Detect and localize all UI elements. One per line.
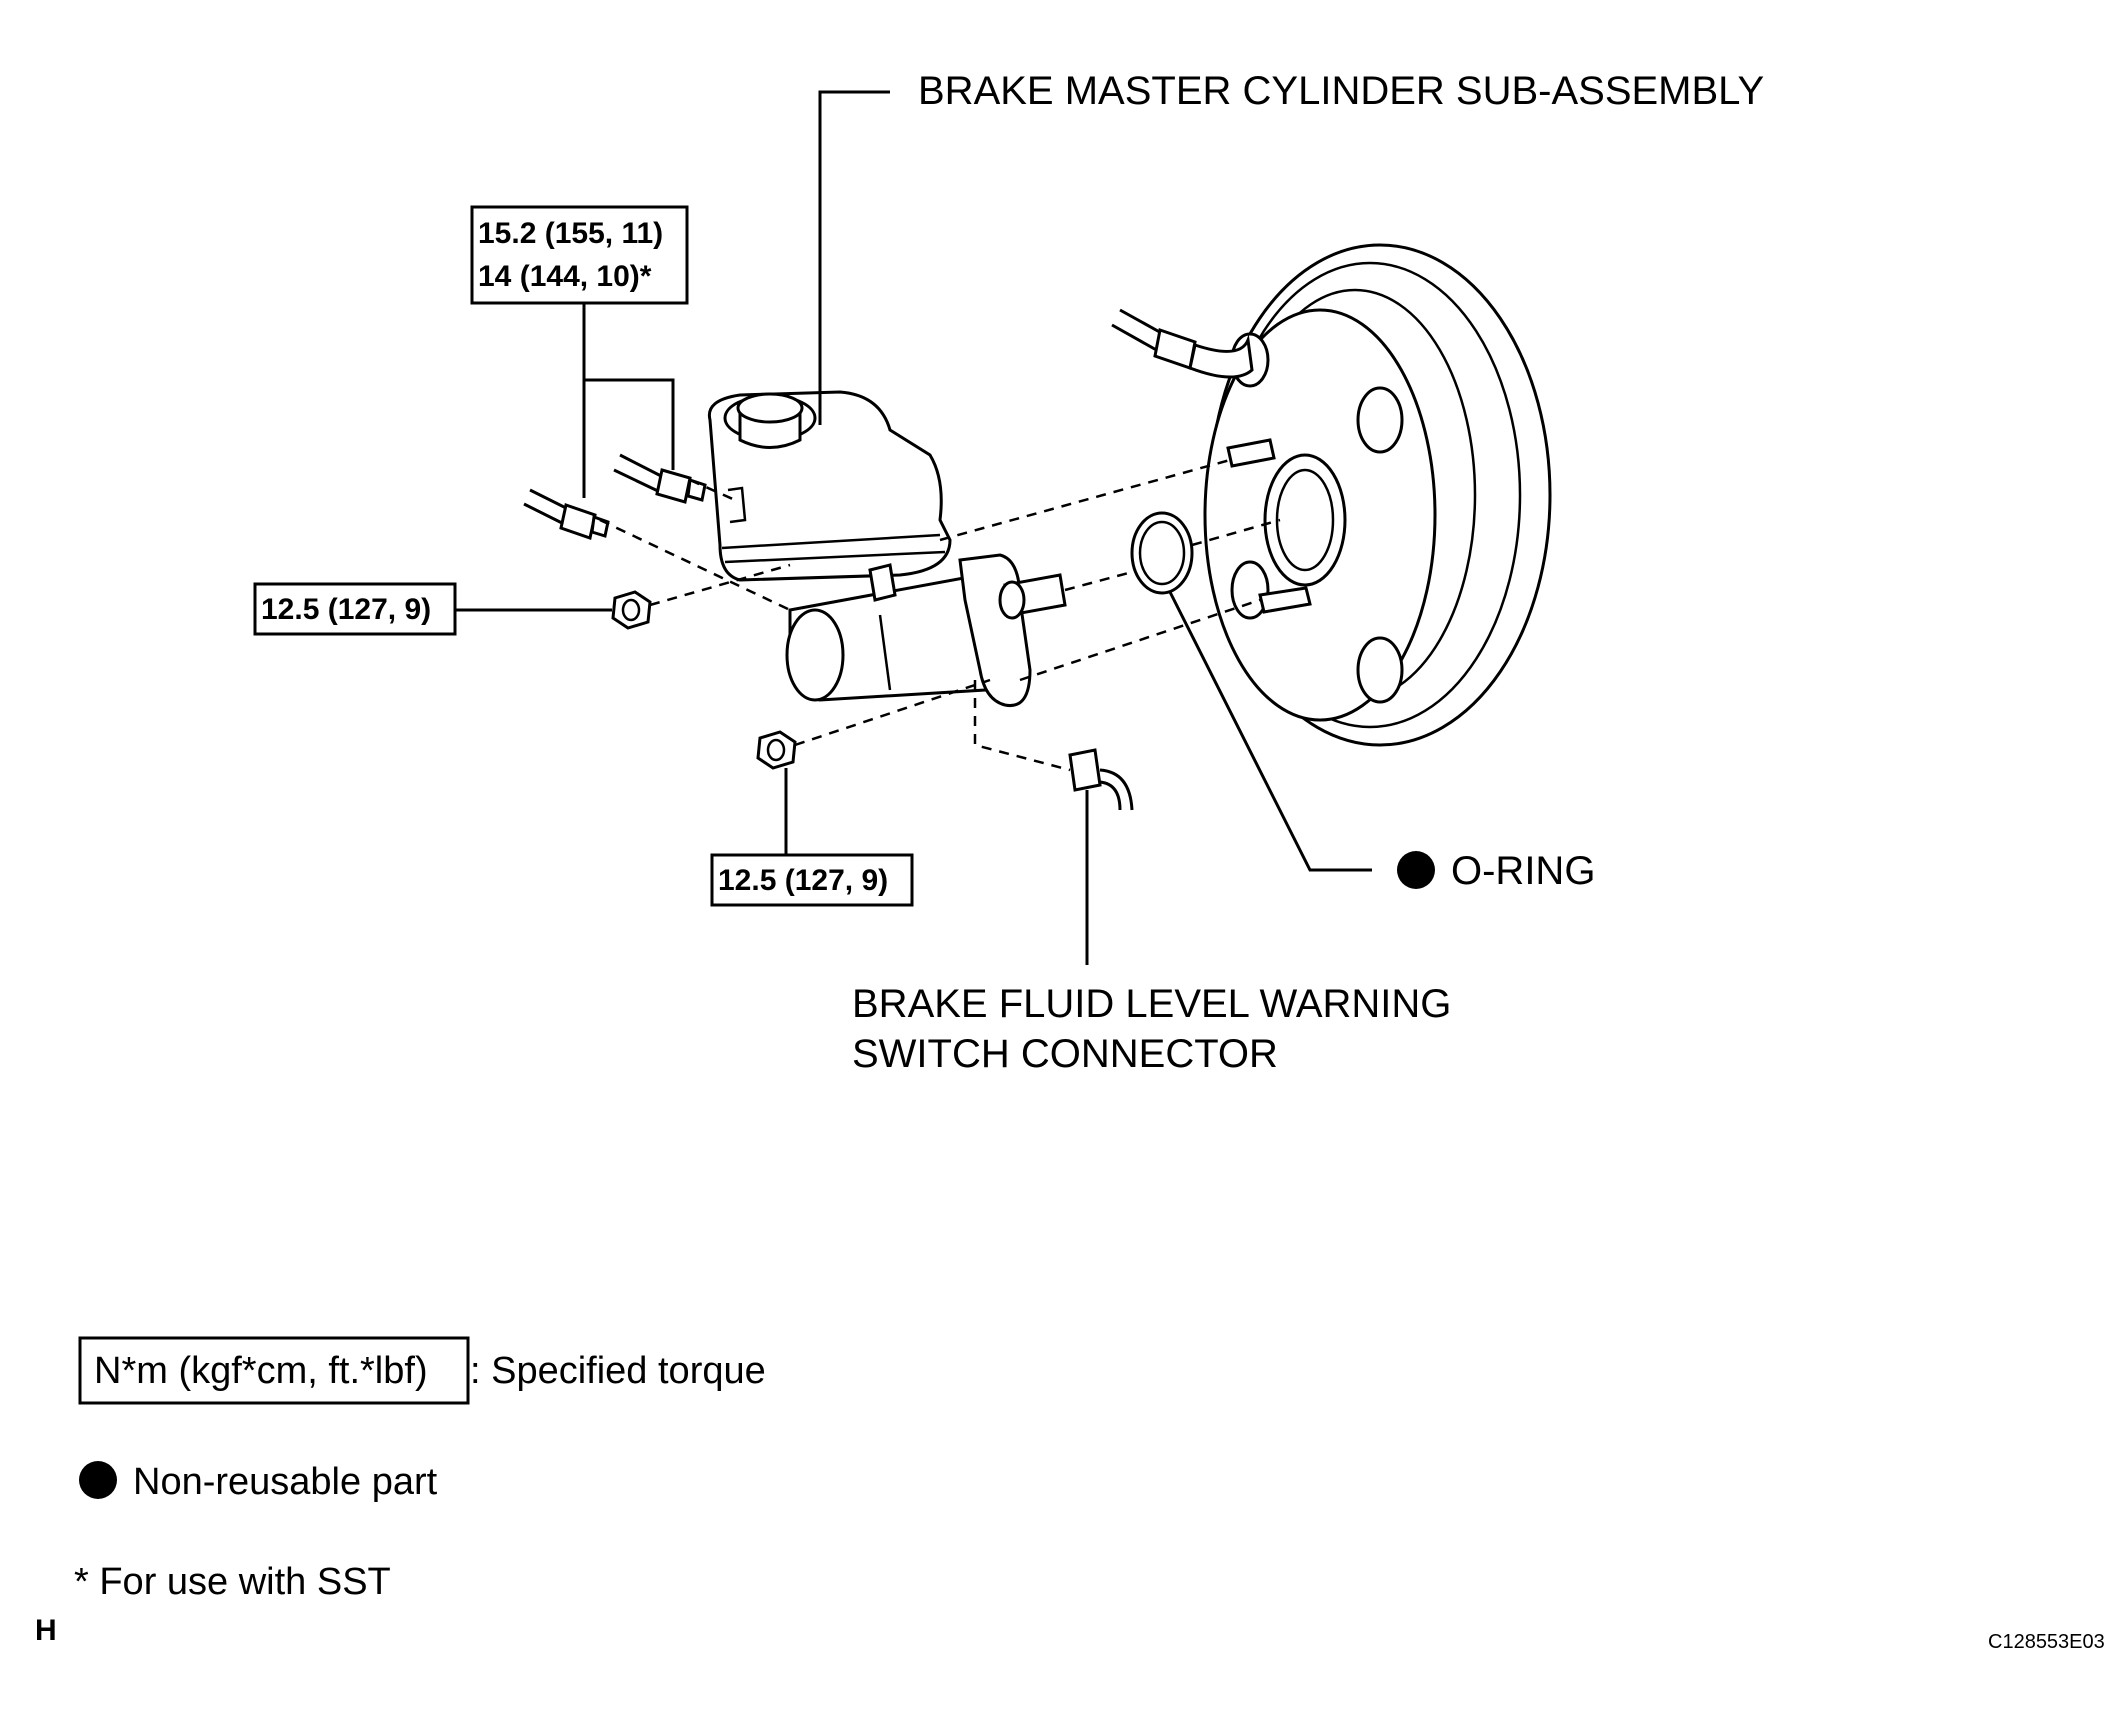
master-cylinder-body <box>707 390 1067 708</box>
o-ring <box>1130 511 1194 595</box>
nut-lower <box>756 730 797 770</box>
warning-switch-label-line1: BRAKE FLUID LEVEL WARNING <box>852 982 1451 1026</box>
o-ring-label: O-RING <box>1451 849 1595 893</box>
brake-booster <box>1111 243 1552 747</box>
torque-brake-line-line1: 15.2 (155, 11) <box>478 217 663 250</box>
torque-box-nut-lower: 12.5 (127, 9) <box>710 853 914 907</box>
non-reusable-marker <box>1397 851 1435 889</box>
leader-lines <box>455 90 1372 965</box>
corner-letter: H <box>35 1614 57 1647</box>
torque-brake-line-line2: 14 (144, 10)* <box>478 260 652 293</box>
legend-non-reusable-marker <box>79 1461 117 1499</box>
brake-line-upper <box>613 453 707 504</box>
torque-box-nut-upper: 12.5 (127, 9) <box>253 582 457 636</box>
torque-nut-upper: 12.5 (127, 9) <box>261 593 431 626</box>
master-cylinder-label: BRAKE MASTER CYLINDER SUB-ASSEMBLY <box>918 69 1764 113</box>
o-ring-callout: O-RING <box>1397 849 1595 893</box>
brake-line-lower <box>523 488 610 540</box>
legend-torque-units: N*m (kgf*cm, ft.*lbf) <box>94 1350 428 1392</box>
legend-torque-desc: : Specified torque <box>470 1350 766 1392</box>
warning-switch-label-line2: SWITCH CONNECTOR <box>852 1032 1278 1076</box>
nut-upper <box>611 590 652 630</box>
warning-switch-connector <box>1068 748 1134 811</box>
legend-sst-note: * For use with SST <box>74 1561 391 1603</box>
torque-box-brake-line: 15.2 (155, 11) 14 (144, 10)* <box>470 205 689 305</box>
figure-code: C128553E03 <box>1988 1631 2105 1653</box>
torque-nut-lower: 12.5 (127, 9) <box>718 864 888 897</box>
assembly-lines <box>599 458 1281 772</box>
legend-non-reusable: Non-reusable part <box>133 1461 438 1503</box>
legend: N*m (kgf*cm, ft.*lbf) : Specified torque… <box>74 1336 766 1603</box>
